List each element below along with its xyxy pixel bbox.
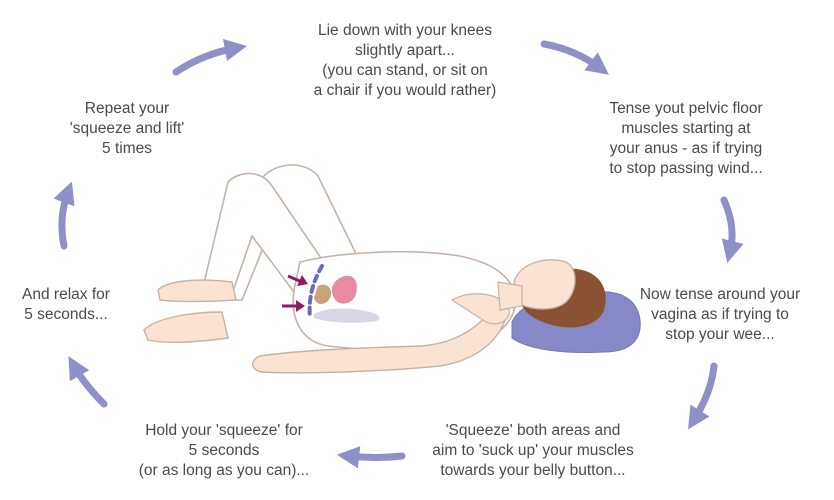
dashed-boundary (307, 264, 324, 320)
neck (497, 281, 523, 311)
arm (252, 315, 507, 374)
step-squeeze-both: 'Squeeze' both areas and aim to 'suck up… (400, 421, 666, 481)
step-line: 5 seconds (188, 442, 260, 459)
back-foot (157, 279, 237, 303)
step-line: Repeat your (84, 100, 170, 117)
step-line: Hold your 'squeeze' for (145, 422, 303, 439)
step-line: to stop passing wind... (609, 160, 763, 177)
step-line: Now tense around your (639, 286, 801, 303)
bowel-shape (314, 308, 380, 323)
step-line: (or as long as you can)... (138, 462, 310, 479)
step-line: Lie down with your knees (317, 22, 493, 39)
curved-arrow-icon (540, 40, 609, 75)
pelvic-floor-diagram (307, 264, 380, 323)
curved-arrow-icon (53, 181, 75, 250)
step-hold: Hold your 'squeeze' for 5 seconds (or as… (112, 421, 336, 481)
step-line: And relax for (22, 286, 110, 303)
step-lie-down: Lie down with your knees slightly apart.… (280, 21, 530, 101)
step-line: aim to 'suck up' your muscles (432, 442, 634, 459)
curved-arrow-icon (68, 356, 108, 408)
step-line: 5 times (102, 140, 152, 157)
step-line: 5 seconds... (24, 306, 108, 323)
head (513, 259, 576, 310)
indicator-arrow-upper (287, 274, 308, 286)
step-tense-vagina: Now tense around your vagina as if tryin… (620, 285, 820, 345)
uterus-shape (314, 284, 332, 304)
curved-arrow-icon (688, 362, 718, 430)
curved-arrow-icon (172, 38, 248, 76)
step-line: a chair if you would rather) (313, 82, 497, 99)
step-relax: And relax for 5 seconds... (0, 285, 132, 325)
step-line: slightly apart... (355, 42, 455, 59)
step-tense-anus: Tense yout pelvic floor muscles starting… (586, 99, 786, 179)
step-line: stop your wee... (665, 326, 775, 343)
indicator-arrow-lower (282, 300, 305, 312)
bladder-shape (332, 275, 357, 304)
step-line: towards your belly button... (440, 462, 626, 479)
step-line: 'Squeeze' both areas and (445, 422, 621, 439)
step-line: Tense yout pelvic floor (609, 100, 763, 117)
step-line: 'squeeze and lift' (69, 120, 185, 137)
step-line: (you can stand, or sit on (322, 62, 488, 79)
curved-arrow-icon (336, 446, 406, 469)
step-line: your anus - as if trying (609, 140, 763, 157)
step-repeat: Repeat your 'squeeze and lift' 5 times (46, 99, 208, 159)
curved-arrow-icon (720, 196, 744, 263)
front-foot (143, 311, 229, 343)
step-line: muscles starting at (621, 120, 751, 137)
step-line: vagina as if trying to (651, 306, 789, 323)
